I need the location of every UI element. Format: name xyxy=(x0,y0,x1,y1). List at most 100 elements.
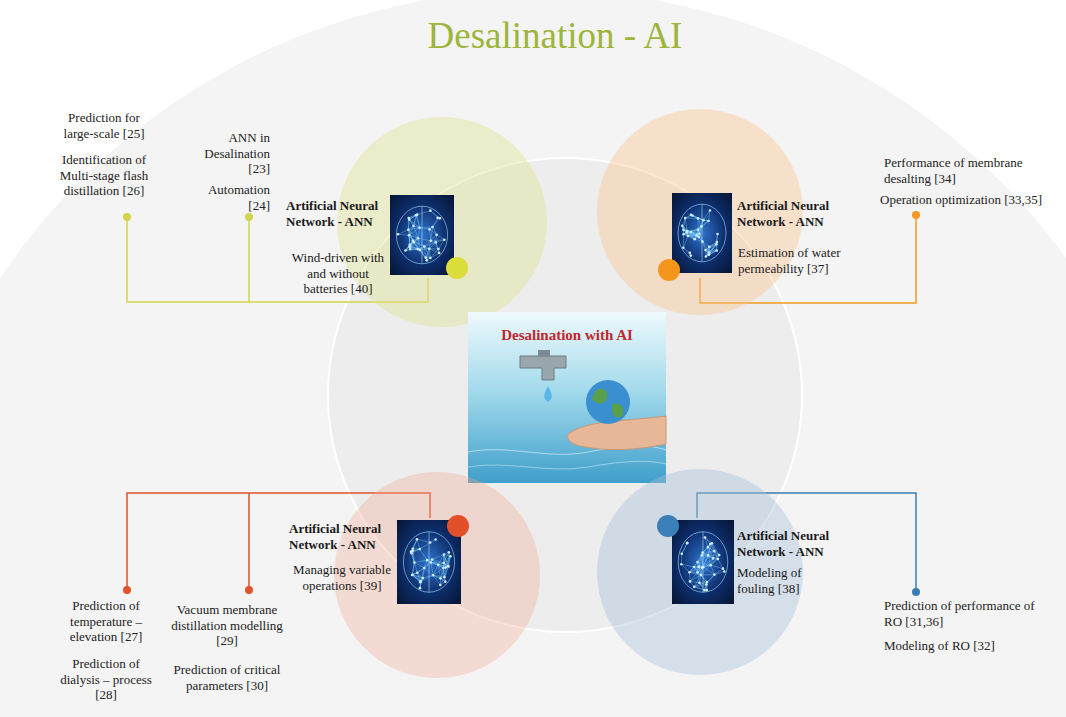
brain-link xyxy=(409,218,414,226)
brain-dot xyxy=(439,584,442,587)
brain-link xyxy=(424,568,433,575)
brain-link xyxy=(698,230,702,242)
brain-link xyxy=(440,567,445,578)
brain-link xyxy=(708,210,709,221)
node-heading: Artificial Neural Network - ANN xyxy=(289,521,393,552)
brain-dot xyxy=(431,226,434,229)
brain-dot xyxy=(713,573,716,576)
brain-dot xyxy=(686,542,689,545)
brain-link xyxy=(701,575,706,585)
brain-link xyxy=(681,554,682,565)
brain-dot xyxy=(429,541,432,544)
brain-link xyxy=(421,575,433,581)
brain-link xyxy=(408,228,419,230)
ann-circle: Artificial Neural Network - ANNModeling … xyxy=(597,469,803,675)
brain-link xyxy=(701,565,711,575)
brain-dot xyxy=(428,247,431,250)
brain-link xyxy=(423,568,424,578)
brain-dot xyxy=(412,225,415,228)
brain-link xyxy=(437,235,445,240)
node-text: Wind-driven with and without batteries [… xyxy=(287,250,389,297)
brain-dot xyxy=(708,253,711,256)
brain-dot xyxy=(407,228,410,231)
brain-image xyxy=(672,193,732,273)
brain-link xyxy=(410,238,418,245)
brain-dot xyxy=(412,547,415,550)
brain-link xyxy=(430,253,439,258)
brain-dot xyxy=(718,554,721,557)
brain-link xyxy=(444,566,448,577)
brain-dot xyxy=(419,548,422,551)
node-text: Estimation of water permeability [37] xyxy=(738,245,856,276)
node-text: Modeling of fouling [38] xyxy=(737,565,829,596)
brain-dot xyxy=(704,536,707,539)
brain-dot xyxy=(700,225,703,228)
brain-split xyxy=(422,206,423,264)
brain-link xyxy=(681,564,694,567)
brain-dot xyxy=(449,555,452,558)
brain-dot xyxy=(715,249,718,252)
brain-dot xyxy=(438,252,441,255)
brain-link xyxy=(701,574,714,575)
reference-label: Modeling of RO [32] xyxy=(884,638,1049,654)
brain-dot xyxy=(682,233,685,236)
brain-dot xyxy=(700,574,703,577)
brain-dot xyxy=(709,543,712,546)
node-heading: Desalination with AI xyxy=(468,326,666,344)
brain-dot xyxy=(722,567,725,570)
brain-link xyxy=(409,220,419,228)
brain-dot xyxy=(419,249,422,252)
brain-link xyxy=(689,572,690,581)
brain-dot xyxy=(697,236,700,239)
brain-link xyxy=(694,567,701,575)
brain-dot xyxy=(682,229,685,232)
brain-link xyxy=(694,585,706,587)
brain-link xyxy=(430,211,437,218)
brain-dot xyxy=(418,226,421,229)
brain-dot xyxy=(689,580,692,583)
brain-link xyxy=(409,235,410,249)
brain-dot xyxy=(426,259,429,262)
brain-dot xyxy=(695,234,698,237)
brain-dot xyxy=(705,583,708,586)
brain-dot xyxy=(712,557,715,560)
brain-link xyxy=(682,226,688,236)
brain-dot xyxy=(429,209,432,212)
brain-dot xyxy=(413,561,416,564)
brain-dot xyxy=(409,248,412,251)
brain-link xyxy=(409,235,410,246)
leader-dot xyxy=(123,586,131,594)
marker-dot xyxy=(446,257,468,279)
brain-dot xyxy=(686,230,689,233)
brain-link xyxy=(683,248,690,256)
reference-label: Performance of membrane desalting [34] xyxy=(884,155,1049,186)
brain-dot xyxy=(448,551,451,554)
brain-dot xyxy=(434,538,437,541)
reference-label: Prediction for large-scale [25] xyxy=(56,110,152,141)
brain-dot xyxy=(705,589,708,592)
leader-dot xyxy=(123,213,131,221)
brain-link xyxy=(446,556,451,567)
leader-dot xyxy=(245,213,253,221)
brain-link xyxy=(409,215,417,220)
reference-label: Prediction of performance of RO [31,36] xyxy=(884,598,1049,629)
brain-link xyxy=(412,575,420,582)
brain-dot xyxy=(411,573,414,576)
brain-link xyxy=(706,575,714,585)
brain-link xyxy=(410,245,420,250)
brain-link xyxy=(698,220,703,230)
brain-link xyxy=(433,575,440,585)
reference-label: Automation [24] xyxy=(188,182,270,213)
brain-link xyxy=(433,218,440,227)
brain-outline xyxy=(396,206,447,264)
brain-outline xyxy=(678,204,726,262)
brain-link xyxy=(430,211,440,219)
brain-dot xyxy=(443,238,446,241)
brain-dot xyxy=(434,241,437,244)
brain-dot xyxy=(707,546,710,549)
brain-dot xyxy=(397,233,400,236)
leader-dot xyxy=(912,211,920,219)
brain-dot xyxy=(404,249,407,252)
brain-split xyxy=(702,204,703,262)
brain-picture xyxy=(672,520,734,604)
